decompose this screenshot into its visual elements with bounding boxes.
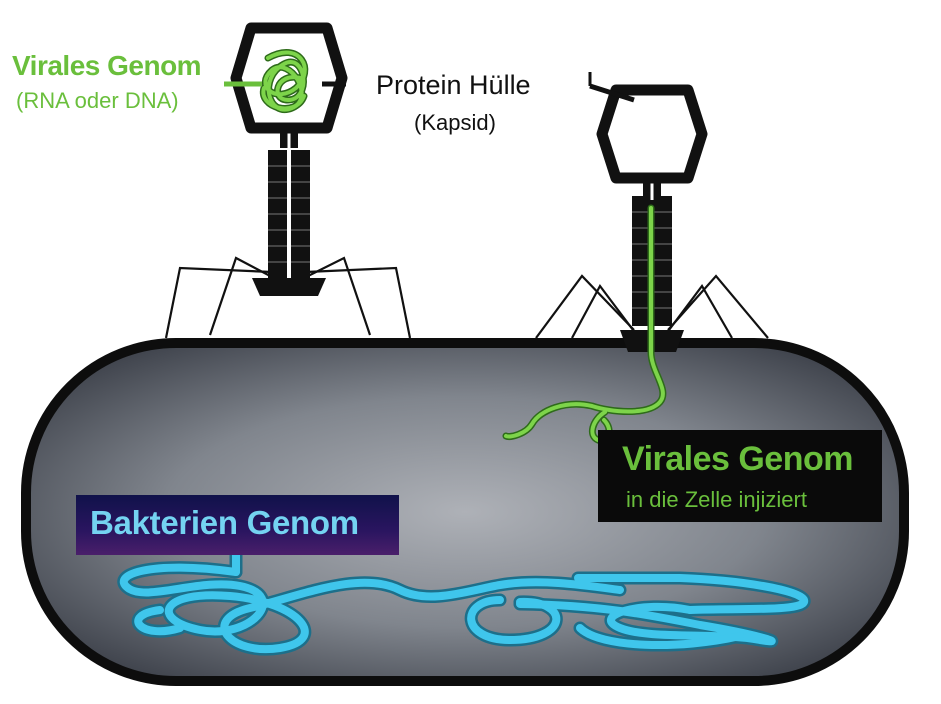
phage-left-tail-fibers: [164, 256, 412, 339]
viral-genome-label-subtitle: (RNA oder DNA): [16, 88, 179, 113]
viral-genome-injected-label-title: Virales Genom: [622, 440, 854, 478]
protein-coat-label-title: Protein Hülle: [376, 70, 531, 100]
bacterial-genome-label-box: [76, 495, 399, 555]
viral-genome-injected-strand: [502, 204, 667, 445]
phage-left-base-plate: [252, 278, 326, 296]
phage-left: [164, 22, 412, 339]
phage-right: [502, 72, 769, 445]
phage-right-capsid: [596, 84, 708, 184]
viral-genome-in-capsid: [259, 48, 309, 114]
protein-coat-label-subtitle: (Kapsid): [414, 110, 496, 135]
bacterial-genome-strand: [117, 548, 811, 656]
bacterial-genome-label: Bakterien Genom: [90, 504, 359, 541]
viral-genome-injected-label-subtitle: in die Zelle injiziert: [626, 487, 807, 512]
phage-right-tail-fibers: [535, 274, 769, 339]
viral-genome-label-title: Virales Genom: [12, 50, 202, 81]
viral-genome-injected-box: [598, 430, 882, 522]
